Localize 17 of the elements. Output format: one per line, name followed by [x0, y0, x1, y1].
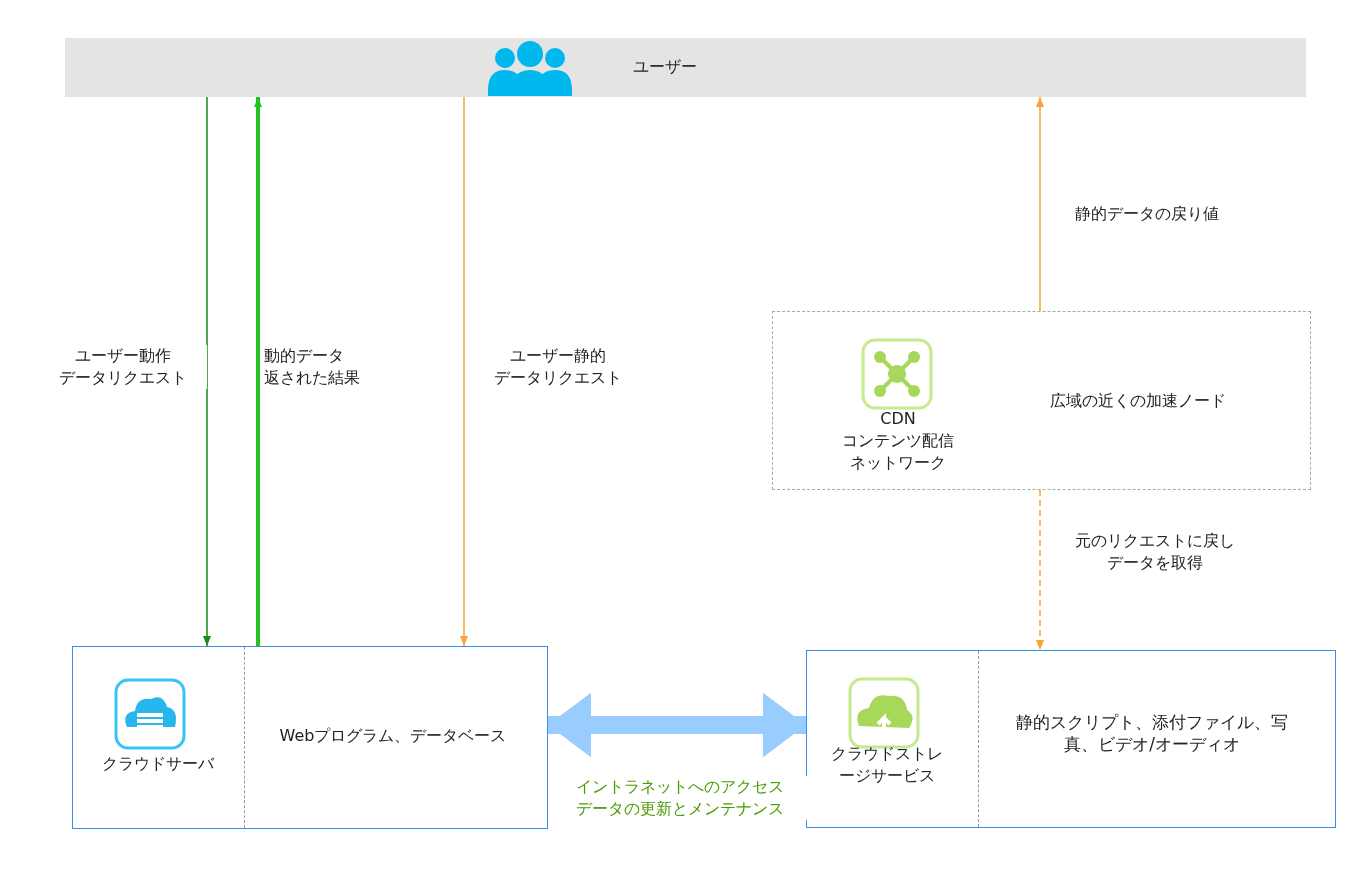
user-band — [65, 38, 1306, 97]
arrow — [460, 96, 468, 647]
arrow — [1036, 96, 1044, 312]
node-label: クラウドサーバ — [101, 753, 215, 775]
arrow — [548, 692, 806, 758]
node-label: CDNコンテンツ配信ネットワーク — [841, 408, 955, 474]
server-box — [72, 646, 548, 829]
node-label: 静的スクリプト、添付ファイル、写真、ビデオ/オーディオ — [1015, 711, 1289, 755]
cdn-box — [772, 311, 1311, 490]
storage-box — [806, 650, 1336, 828]
arrow — [1036, 489, 1044, 651]
node-label: クラウドストレージサービス — [830, 743, 944, 787]
node-label: ユーザー — [632, 56, 698, 78]
arrow — [254, 97, 262, 646]
node-label: Webプログラム、データベース — [278, 725, 508, 747]
node-label: 広域の近くの加速ノード — [1049, 390, 1227, 412]
arrow — [203, 96, 211, 647]
